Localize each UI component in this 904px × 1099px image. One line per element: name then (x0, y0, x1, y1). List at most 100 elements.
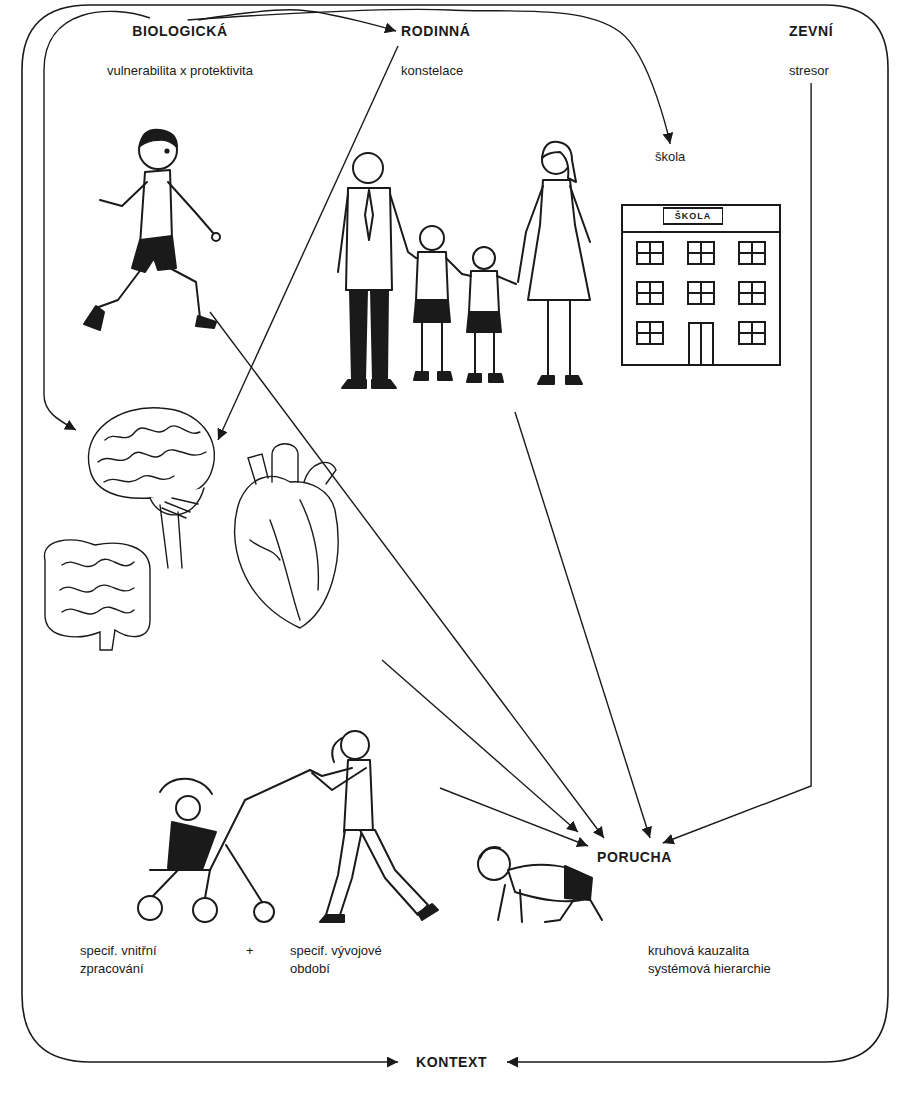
mother-with-stroller (176, 796, 200, 820)
heading-text: škola (655, 148, 685, 165)
running-boy (140, 170, 172, 245)
school-building (688, 242, 714, 264)
running-boy (96, 268, 142, 308)
heading-text: BIOLOGICKÁ (107, 22, 253, 40)
family-figures (414, 300, 450, 322)
organ-drawings (150, 488, 204, 515)
running-boy (212, 233, 220, 241)
family-figures (570, 186, 590, 242)
crawling-baby (478, 848, 510, 880)
context-label: KONTEXT (413, 1053, 490, 1071)
factor-heading: ZEVNÍstresor (786, 20, 836, 81)
organ-drawings (248, 454, 268, 484)
organ-drawings (105, 426, 200, 440)
subtitle-text: konstelace (401, 62, 471, 79)
school-building (700, 323, 702, 365)
family-figures (467, 374, 503, 382)
family-figures (346, 188, 392, 290)
family-figures (414, 372, 452, 380)
family-figures (469, 271, 499, 312)
family-figures (416, 252, 448, 300)
organ-drawings (250, 500, 318, 620)
factor-heading: RODINNÁ konstelace (398, 20, 474, 81)
influence-arrow (382, 660, 578, 832)
school-building (739, 282, 765, 304)
family-figures (538, 376, 582, 384)
school-building (739, 322, 765, 344)
heading-text: ZEVNÍ (789, 22, 833, 40)
running-boy (165, 149, 168, 152)
factor-heading: BIOLOGICKÁ vulnerabilita x protektivita (104, 20, 256, 81)
organ-drawings (162, 498, 198, 518)
mother-with-stroller (332, 738, 342, 762)
school-building (689, 323, 713, 365)
school-building (739, 242, 765, 264)
running-boy (100, 182, 147, 206)
running-boy (196, 316, 216, 328)
school-building (664, 208, 722, 224)
crawling-baby (478, 847, 602, 922)
school-building (637, 242, 663, 264)
organ-drawings (88, 408, 214, 499)
mother-with-stroller (310, 768, 366, 790)
mother-with-stroller (341, 731, 369, 759)
mother-with-stroller (168, 822, 216, 870)
family-figures (372, 380, 396, 388)
running-boy (140, 130, 177, 147)
sign-text: ŠKOLA (664, 209, 722, 223)
organ-drawings (44, 540, 150, 650)
running-boy (168, 182, 214, 234)
running-boy (132, 236, 176, 272)
running-boy (166, 266, 200, 318)
school-building (637, 322, 663, 344)
crawling-baby (498, 885, 522, 922)
influence-arrow (440, 788, 588, 846)
subtitle-text: vulnerabilita x protektivita (107, 62, 253, 79)
school-building (622, 231, 780, 233)
family-figures (475, 332, 494, 374)
family-figures (528, 180, 590, 300)
note-text: specif. vývojové období (290, 942, 410, 978)
mother-with-stroller (344, 760, 373, 832)
context-frame (22, 5, 888, 1062)
family-figures (518, 186, 543, 282)
influence-arrow (515, 412, 650, 838)
family-figures (422, 322, 442, 372)
family-figures (467, 312, 501, 332)
plus-sign: + (246, 942, 254, 960)
note-text: kruhová kauzalita systémová hierarchie (648, 942, 798, 978)
family-figures (542, 142, 576, 182)
organ-drawings (304, 462, 336, 484)
arrow-connector (188, 9, 671, 144)
family-figures (420, 226, 444, 250)
school-building (739, 242, 765, 264)
mother-with-stroller (152, 845, 262, 902)
organ-drawings (44, 408, 338, 650)
running-boy (84, 130, 220, 330)
family-figures (365, 190, 373, 240)
heading-text: RODINNÁ (401, 22, 471, 40)
school-building (637, 282, 663, 304)
influence-arrow (210, 312, 604, 838)
note-text: specif. vnitřní zpracování (80, 942, 195, 978)
organ-drawings (60, 559, 134, 614)
context-frame (22, 5, 888, 1062)
school-building (637, 242, 663, 264)
mother-with-stroller (254, 902, 274, 922)
mother-with-stroller (320, 904, 438, 922)
organ-drawings (98, 450, 206, 462)
school-building (739, 322, 765, 344)
mother-with-stroller (326, 830, 362, 915)
influence-arrow (44, 11, 650, 846)
disorder-node: PORUCHA (594, 846, 675, 868)
crawling-baby (565, 866, 592, 900)
family-figures (353, 153, 383, 183)
organ-drawings (160, 505, 182, 568)
family-figures (338, 142, 590, 388)
school-building (688, 242, 714, 264)
family-figures (350, 290, 367, 380)
family-figures (342, 380, 366, 388)
influence-arrow (218, 46, 398, 440)
mother-with-stroller (360, 830, 428, 915)
